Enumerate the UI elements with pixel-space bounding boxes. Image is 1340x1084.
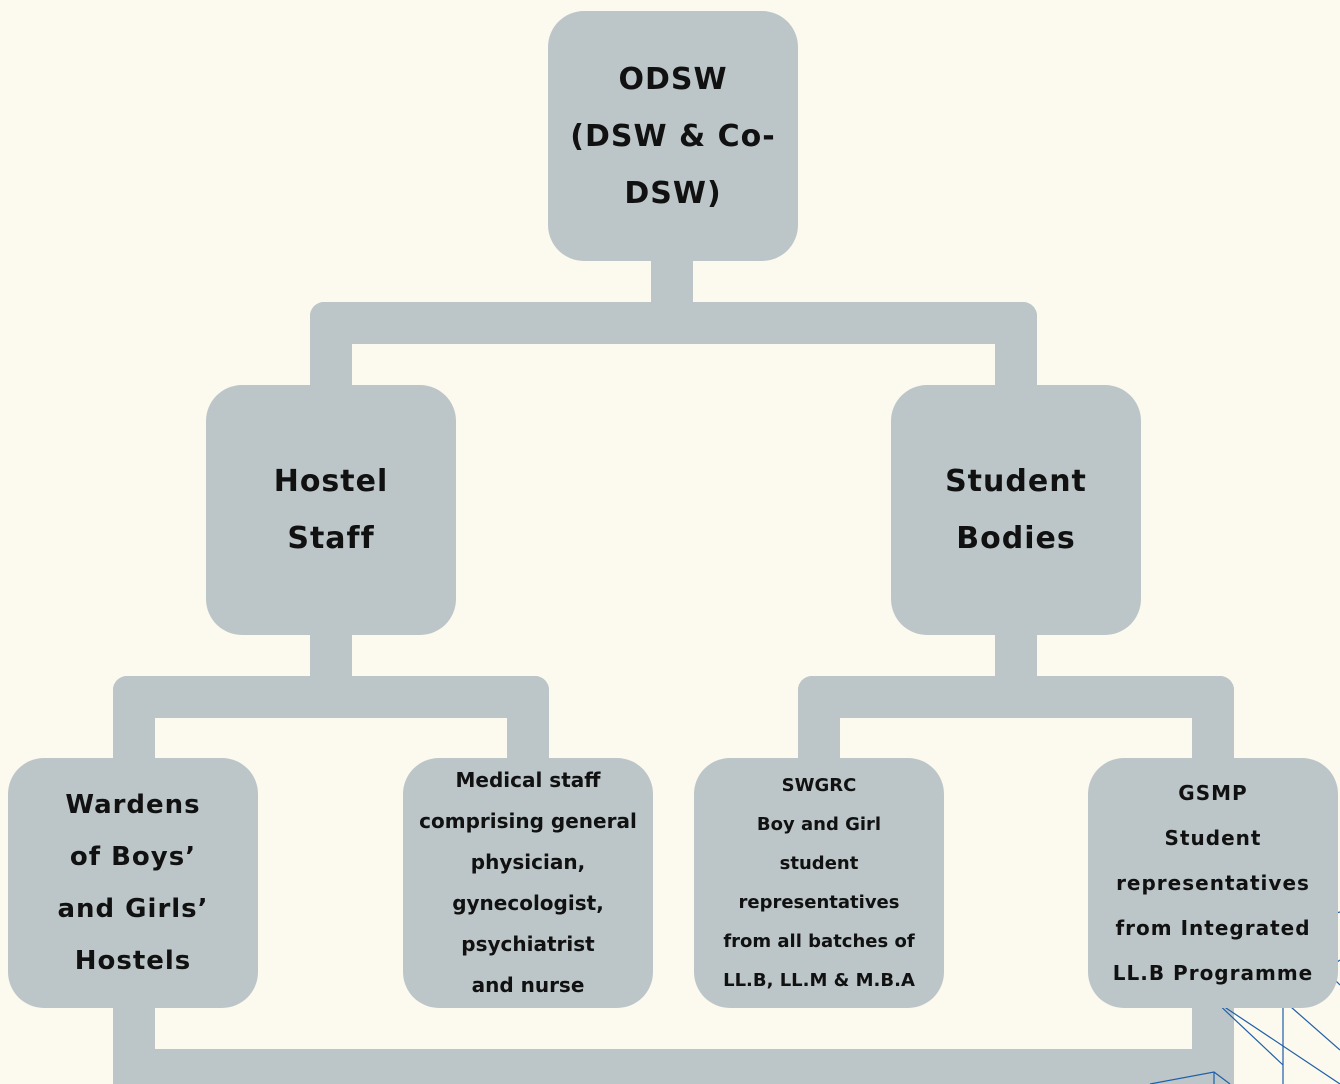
node-hostel-staff: Hostel Staff: [206, 385, 456, 635]
node-hostel-staff-line-1: Hostel: [273, 464, 389, 499]
node-gsmp-line-3: representatives: [1116, 870, 1310, 895]
node-gsmp-line-4: from Integrated: [1115, 915, 1311, 940]
node-odsw-line-1: ODSW: [618, 61, 728, 97]
node-wardens-line-2: of Boys’: [69, 842, 197, 872]
node-medical-staff-line-2: comprising general: [419, 809, 637, 833]
node-student-bodies-line-1: Student: [945, 464, 1087, 499]
node-odsw-line-3: DSW): [624, 175, 722, 211]
node-swgrc-line-5: from all batches of: [723, 931, 915, 952]
node-medical-staff-line-6: and nurse: [471, 973, 585, 997]
node-swgrc-line-6: LL.B, LL.M & M.B.A: [723, 970, 915, 991]
node-odsw: ODSW (DSW & Co- DSW): [548, 11, 798, 261]
node-wardens-line-3: and Girls’: [57, 894, 209, 924]
node-student-bodies: Student Bodies: [891, 385, 1141, 635]
node-medical-staff-line-1: Medical staff: [455, 768, 601, 792]
node-swgrc-line-4: representatives: [738, 892, 900, 913]
node-swgrc-line-1: SWGRC: [781, 775, 857, 796]
node-wardens-line-4: Hostels: [74, 946, 192, 976]
node-medical-staff-line-5: psychiatrist: [461, 932, 595, 956]
node-medical-staff: Medical staff comprising general physici…: [403, 758, 653, 1008]
node-gsmp-line-2: Student: [1164, 825, 1262, 850]
node-swgrc-line-3: student: [779, 853, 859, 874]
node-gsmp-line-1: GSMP: [1178, 780, 1248, 805]
connector-level1-top: [310, 302, 1037, 344]
node-swgrc: SWGRC Boy and Girl student representativ…: [694, 758, 944, 1008]
node-swgrc-line-2: Boy and Girl: [756, 814, 882, 835]
connector-hostel-branch: [113, 676, 549, 718]
node-medical-staff-line-3: physician,: [470, 850, 586, 874]
connector-bottom-span: [113, 1049, 1234, 1084]
node-gsmp: GSMP Student representatives from Integr…: [1088, 758, 1338, 1008]
node-wardens-line-1: Wardens: [65, 790, 201, 820]
node-student-bodies-line-2: Bodies: [956, 521, 1076, 556]
node-hostel-staff-line-2: Staff: [287, 521, 375, 556]
connector-student-branch: [798, 676, 1234, 718]
node-medical-staff-line-4: gynecologist,: [452, 891, 604, 915]
node-gsmp-line-5: LL.B Programme: [1112, 960, 1314, 985]
node-odsw-line-2: (DSW & Co-: [570, 118, 776, 154]
node-wardens: Wardens of Boys’ and Girls’ Hostels: [8, 758, 258, 1008]
